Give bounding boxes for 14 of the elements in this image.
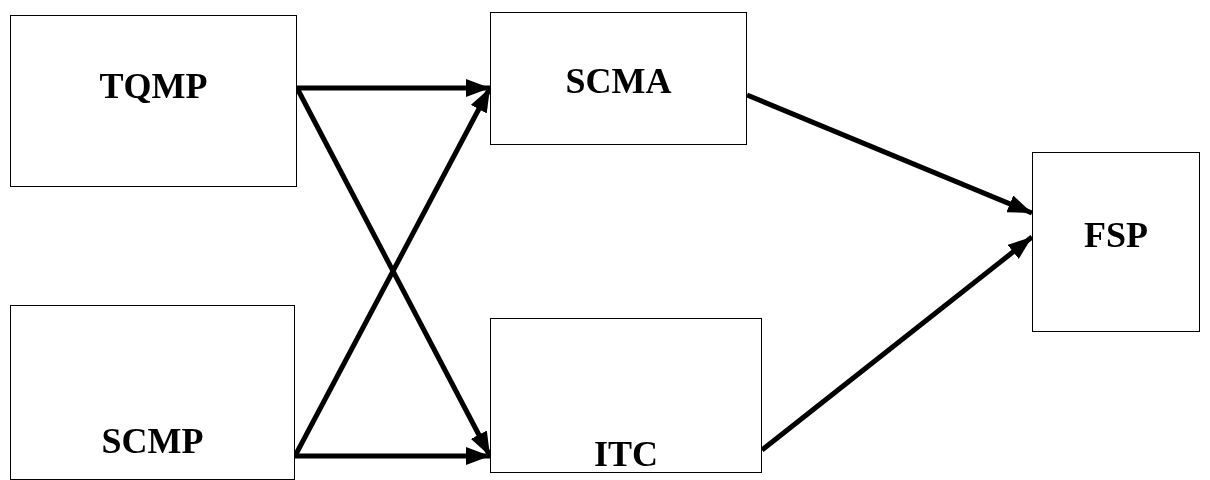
box-label: SCMA — [564, 61, 673, 101]
box-label: SCMP — [100, 421, 205, 461]
process-box — [490, 318, 762, 473]
process-box — [10, 305, 295, 480]
arrow — [295, 447, 490, 465]
arrow — [746, 92, 1033, 216]
arrow — [760, 235, 1034, 452]
box-label: TQMP — [98, 66, 209, 106]
process-box — [490, 12, 747, 145]
process-box — [10, 15, 297, 187]
process-box — [1032, 152, 1200, 332]
box-label: FSP — [1083, 215, 1149, 255]
arrow — [297, 79, 490, 97]
box-label: ITC — [593, 434, 659, 474]
